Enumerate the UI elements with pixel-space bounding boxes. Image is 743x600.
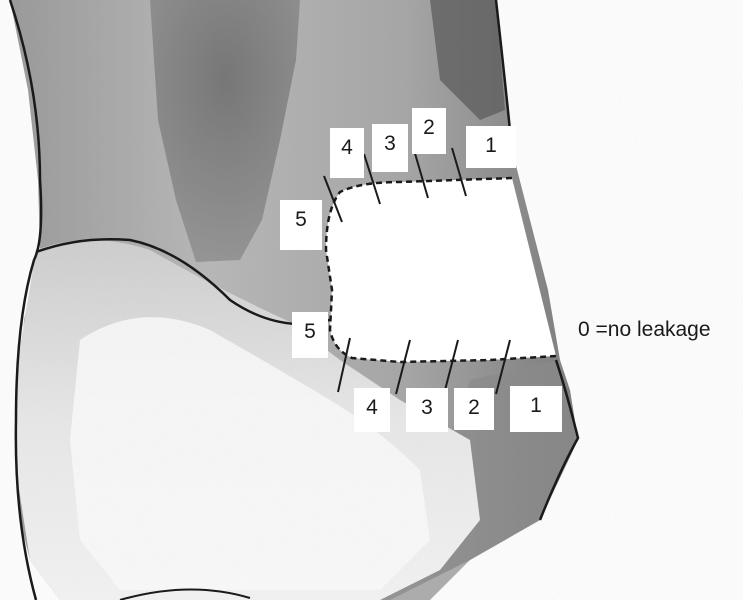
occlusal-label-1: 1 [466, 126, 516, 168]
gingival-label-5: 5 [292, 312, 328, 358]
gingival-label-2: 2 [454, 388, 494, 430]
gingival-label-3: 3 [406, 388, 448, 432]
no-leakage-legend: 0 =no leakage [578, 313, 743, 347]
occlusal-label-3: 3 [372, 124, 408, 172]
gingival-label-4: 4 [354, 388, 390, 432]
occlusal-label-2: 2 [412, 108, 446, 154]
occlusal-label-4: 4 [330, 128, 364, 178]
gingival-label-1: 1 [510, 386, 562, 432]
occlusal-label-5: 5 [280, 200, 322, 250]
